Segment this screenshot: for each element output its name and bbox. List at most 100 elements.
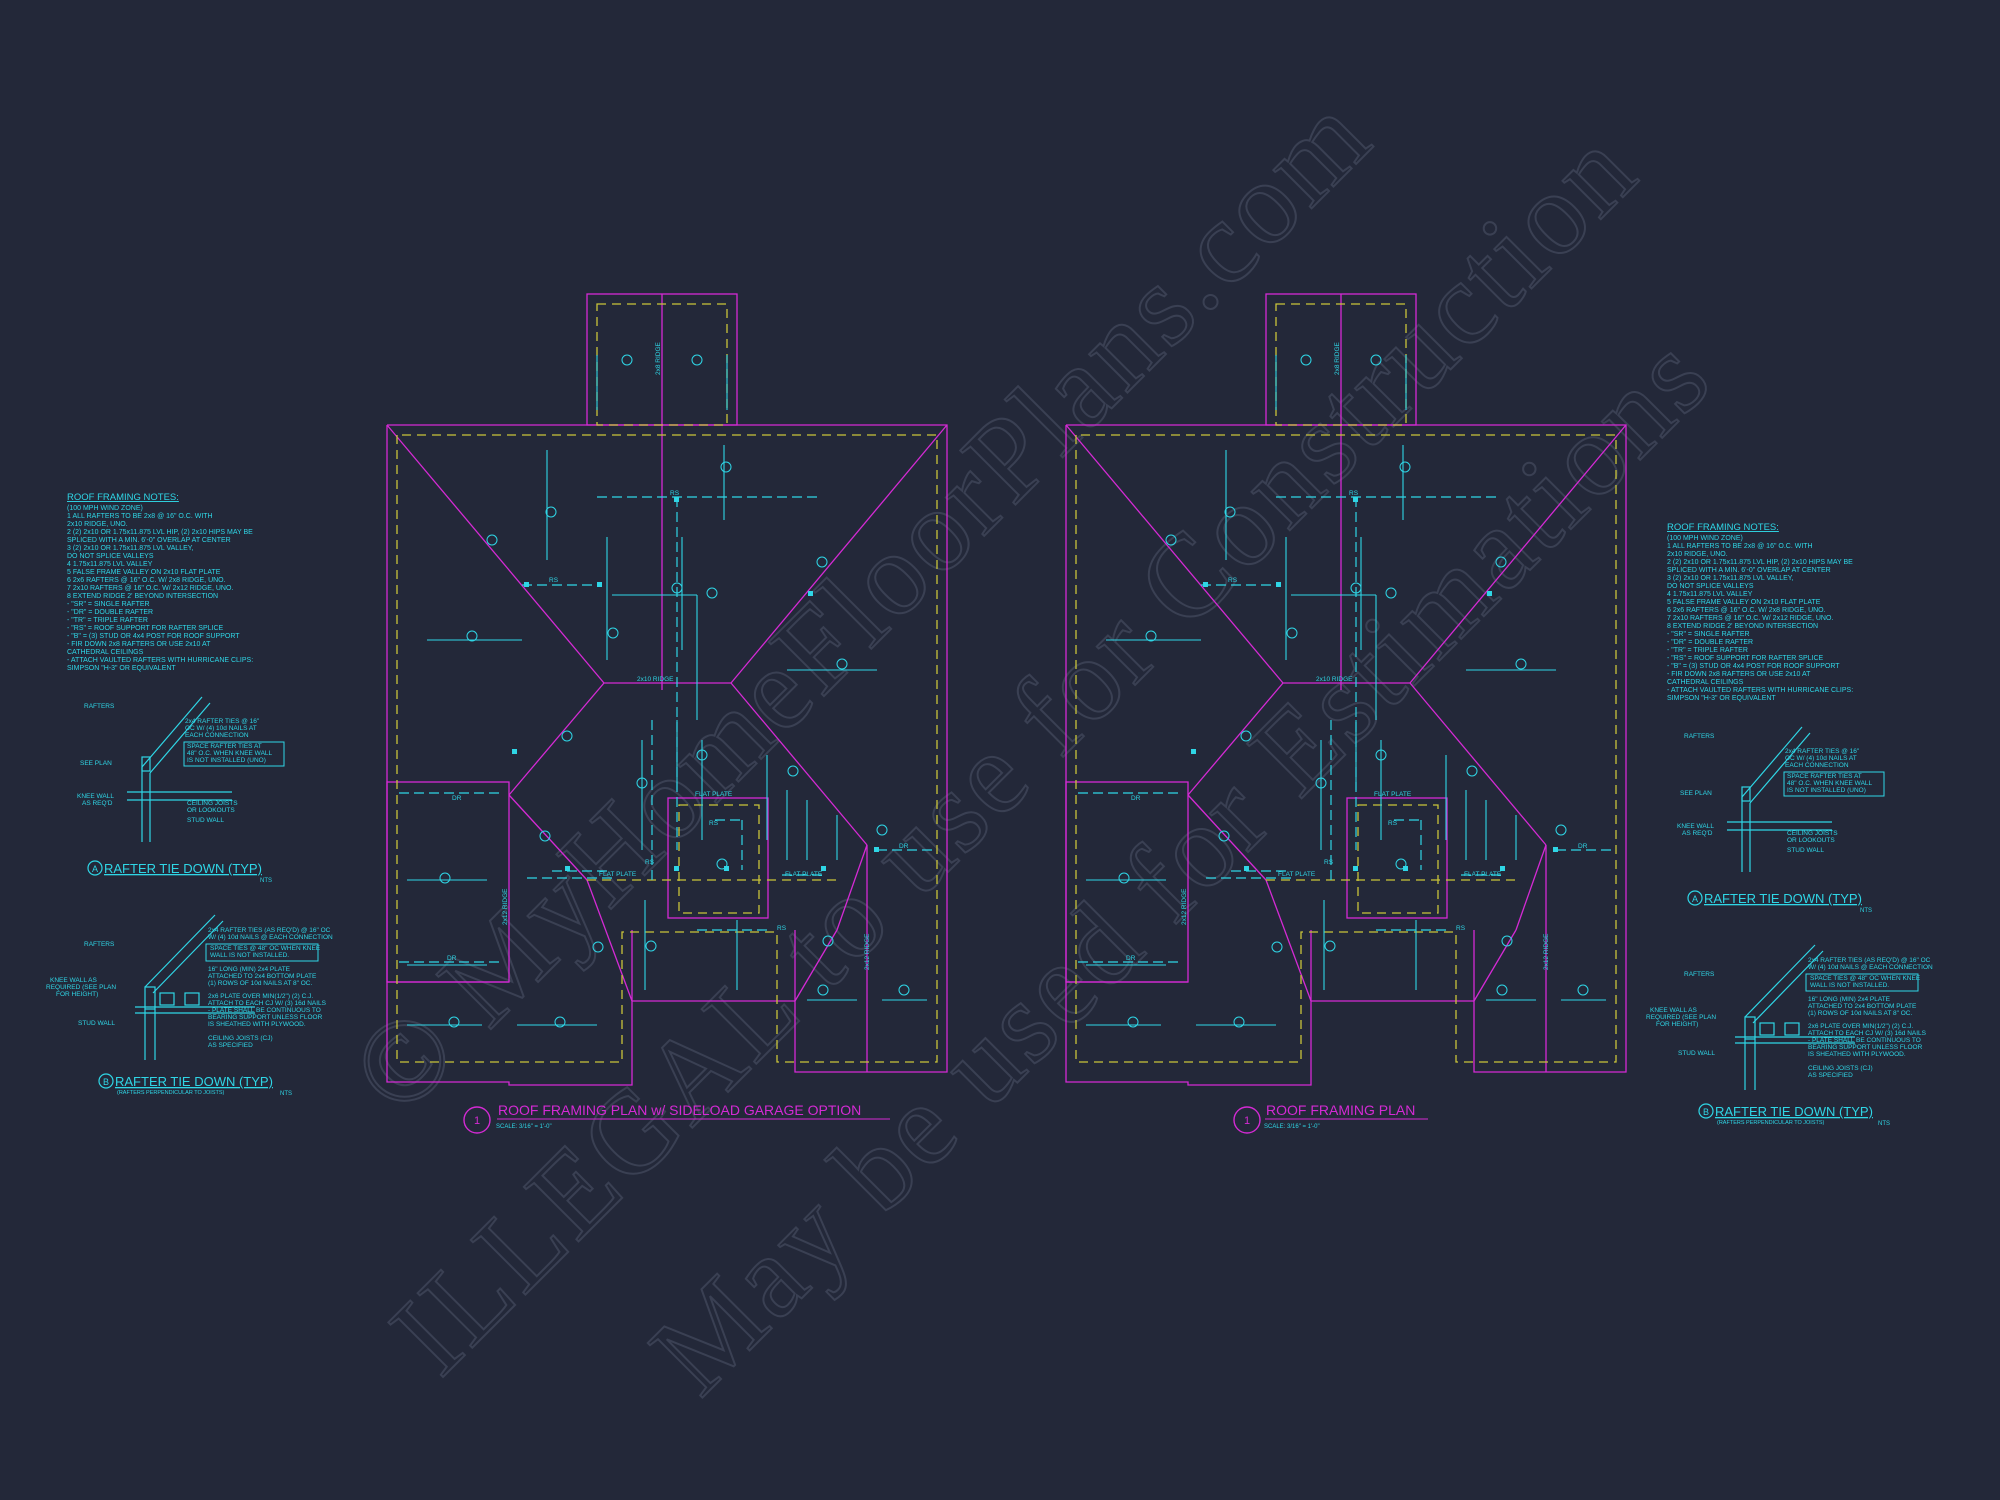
notes-title: ROOF FRAMING NOTES: [67,492,179,503]
detail-label: FOR HEIGHT) [1656,1021,1698,1028]
note-line: CATHEDRAL CEILINGS [1667,679,1744,686]
detail-label: (1) ROWS OF 10d NAILS AT 8" OC. [208,980,312,987]
detail-label: 2x4 RAFTER TIES (AS REQ'D) @ 16" OC [208,927,331,934]
detail-label: AS REQ'D [82,800,113,807]
detail-label: CEILING JOISTS (CJ) [1808,1065,1873,1072]
ridge-label: 2x8 RIDGE [655,341,662,375]
detail-scale: NTS [1878,1121,1890,1127]
note-line: - ATTACH VAULTED RAFTERS WITH HURRICANE … [1667,687,1853,694]
plan-number: 1 [1244,1115,1250,1127]
detail-label: W/ (4) 10d NAILS @ EACH CONNECTION [1808,964,1933,971]
flat-plate-label: FLAT PLATE [785,871,823,878]
note-line: 6 2x6 RAFTERS @ 16" O.C. W/ 2x8 RIDGE, U… [1667,607,1826,614]
detail-label: SPACE RAFTER TIES AT [1787,773,1862,780]
ridge-label: 2x12 RIDGE [864,933,871,970]
detail-label: OC W/ (4) 10d NAILS AT [185,725,257,732]
note-line: - "TR" = TRIPLE RAFTER [1667,647,1748,654]
note-line: 2 (2) 2x10 OR 1.75x11.875 LVL HIP, (2) 2… [67,529,253,536]
rs-label: RS [645,859,655,866]
note-line: - ATTACH VAULTED RAFTERS WITH HURRICANE … [67,657,253,664]
dr-label: DR [1131,795,1141,802]
flat-plate-label: FLAT PLATE [1464,871,1502,878]
note-line: - "RS" = ROOF SUPPORT FOR RAFTER SPLICE [1667,655,1824,662]
detail-label: BEARING SUPPORT UNLESS FLOOR [1808,1044,1923,1051]
note-line: 5 FALSE FRAME VALLEY ON 2x10 FLAT PLATE [67,569,221,576]
detail-label: OC W/ (4) 10d NAILS AT [1785,755,1857,762]
detail-label: 2x4 RAFTER TIES @ 16" [1785,748,1860,755]
detail-label: SPACE TIES @ 48" OC WHEN KNEE [210,945,321,952]
note-line: DO NOT SPLICE VALLEYS [67,553,154,560]
plan-number-circle [463,1106,491,1134]
detail-label: STUD WALL [78,1020,115,1027]
note-line: 8 EXTEND RIDGE 2' BEYOND INTERSECTION [1667,623,1818,630]
detail-title: RAFTER TIE DOWN (TYP) [104,861,262,876]
dr-label: DR [447,955,457,962]
rs-label: RS [1228,577,1238,584]
rs-label: RS [1349,490,1359,497]
note-line: - "SR" = SINGLE RAFTER [1667,631,1750,638]
note-line: - "SR" = SINGLE RAFTER [67,601,150,608]
rs-label: RS [1324,859,1334,866]
plan-number-circle [1233,1106,1261,1134]
note-line: 7 2x10 RAFTERS @ 16" O.C. W/ 2x12 RIDGE,… [67,585,233,592]
rafter-tie-down-detail-a-left: RAFTERS SEE PLAN KNEE WALL AS REQ'D 2x4 … [77,696,285,884]
note-line: 8 EXTEND RIDGE 2' BEYOND INTERSECTION [67,593,218,600]
detail-label: CEILING JOISTS [187,800,238,807]
ridge-label: 2x12 RIDGE [502,888,509,925]
plan-title-block-right: 1 ROOF FRAMING PLAN SCALE: 3/16" = 1'-0" [1233,1102,1428,1134]
detail-label: FOR HEIGHT) [56,991,98,998]
dr-label: DR [1578,843,1588,850]
dr-label: DR [452,795,462,802]
detail-label: ATTACHED TO 2x4 BOTTOM PLATE [1808,1003,1917,1010]
detail-label: STUD WALL [1678,1050,1715,1057]
ridge-label: 2x12 RIDGE [1543,933,1550,970]
detail-scale: NTS [280,1091,292,1097]
detail-label: RAFTERS [1684,971,1715,978]
detail-label: KNEE WALL [77,793,114,800]
detail-label: RAFTERS [84,941,115,948]
note-line: 3 (2) 2x10 OR 1.75x11.875 LVL VALLEY, [1667,575,1794,582]
rs-label: RS [670,490,680,497]
detail-label: BEARING SUPPORT UNLESS FLOOR [208,1014,323,1021]
note-line: - FIR DOWN 2x8 RAFTERS OR USE 2x10 AT [67,641,211,648]
plan-title: ROOF FRAMING PLAN w/ SIDELOAD GARAGE OPT… [498,1102,861,1118]
detail-label: - PLATE SHALL BE CONTINUOUS TO [1808,1037,1921,1044]
note-line: SIMPSON "H-3" OR EQUIVALENT [1667,695,1776,702]
detail-label: AS SPECIFIED [208,1042,253,1049]
detail-label: EACH CONNECTION [1785,762,1849,769]
detail-scale: NTS [260,878,272,884]
roof-framing-notes-right: ROOF FRAMING NOTES: (100 MPH WIND ZONE) … [1667,522,1853,702]
note-line: - "DR" = DOUBLE RAFTER [1667,639,1753,646]
detail-label: 2x6 PLATE OVER MIN(1/2") (2) C.J. [208,993,313,1000]
detail-label: - PLATE SHALL BE CONTINUOUS TO [208,1007,321,1014]
note-line: - "B" = (3) STUD OR 4x4 POST FOR ROOF SU… [67,633,240,640]
detail-label: CEILING JOISTS [1787,830,1838,837]
ridge-label: 2x8 RIDGE [1334,341,1341,375]
detail-label: WALL IS NOT INSTALLED. [1810,982,1889,989]
detail-subtitle: (RAFTERS PERPENDICULAR TO JOISTS) [117,1090,225,1096]
note-line: SPLICED WITH A MIN. 6'-0" OVERLAP AT CEN… [1667,567,1831,574]
detail-label: STUD WALL [187,817,224,824]
detail-label: KNEE WALL AS [50,977,98,984]
detail-label: SEE PLAN [1680,790,1712,797]
detail-label: 2x6 PLATE OVER MIN(1/2") (2) C.J. [1808,1023,1913,1030]
watermark-line-3: May be used for Estimations [626,309,1735,1418]
detail-label: 2x4 RAFTER TIES @ 16" [185,718,260,725]
note-line: 2x10 RIDGE, UNO. [67,521,128,528]
note-line: SPLICED WITH A MIN. 6'-0" OVERLAP AT CEN… [67,537,231,544]
rafter-tie-down-detail-b-left: RAFTERS KNEE WALL AS REQUIRED (SEE PLAN … [46,914,333,1097]
rafter-tie-down-detail-a-right: RAFTERS SEE PLAN KNEE WALL AS REQ'D 2x4 … [1677,726,1885,914]
note-line: 4 1.75x11.875 LVL VALLEY [1667,591,1753,598]
plan-scale: SCALE: 3/16" = 1'-0" [1264,1124,1320,1130]
detail-label: KNEE WALL AS [1650,1007,1698,1014]
plan-title: ROOF FRAMING PLAN [1266,1102,1415,1118]
detail-label: EACH CONNECTION [185,732,249,739]
note-line: 6 2x6 RAFTERS @ 16" O.C. W/ 2x8 RIDGE, U… [67,577,226,584]
detail-label: STUD WALL [1787,847,1824,854]
dr-label: DR [1126,955,1136,962]
note-line: 2x10 RIDGE, UNO. [1667,551,1728,558]
note-line: (100 MPH WIND ZONE) [1667,535,1743,542]
detail-marker [98,1073,114,1089]
detail-label: ATTACHED TO 2x4 BOTTOM PLATE [208,973,317,980]
